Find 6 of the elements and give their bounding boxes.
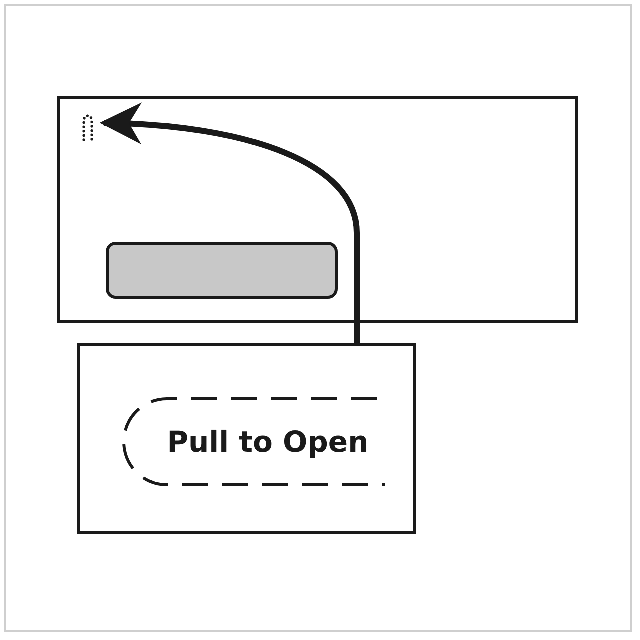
- pull-tab: [77, 343, 416, 534]
- envelope-outline: [57, 96, 578, 323]
- curved-arrow: [100, 103, 360, 343]
- perforation-mark: [81, 114, 95, 142]
- address-window: [106, 242, 338, 299]
- tab-label: Pull to Open: [166, 425, 369, 459]
